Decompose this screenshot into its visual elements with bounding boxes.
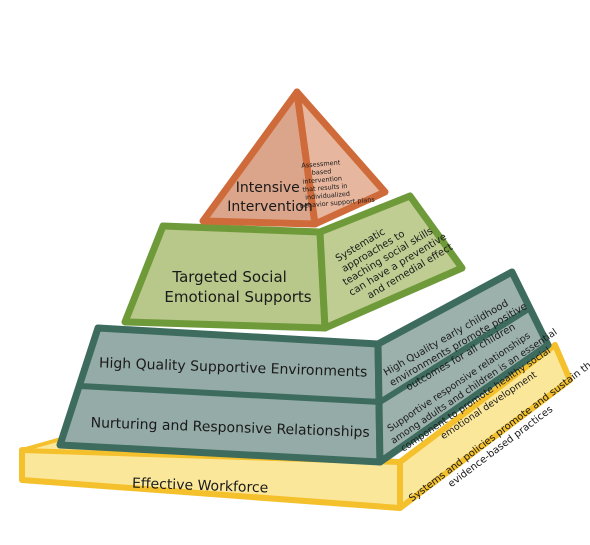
targeted-front-label: Targeted Social Emotional Supports bbox=[164, 268, 311, 306]
targeted-side bbox=[316, 192, 466, 332]
intensive-side-line-3: intervention bbox=[302, 174, 342, 185]
targeted-label-line-1: Targeted Social bbox=[171, 268, 286, 286]
intensive-side-line-5: individualized bbox=[305, 190, 350, 202]
targeted-label-line-2: Emotional Supports bbox=[164, 288, 311, 306]
universal-side-divider bbox=[378, 305, 532, 405]
intensive-tier: Intensive Intervention Assessment based … bbox=[199, 88, 389, 228]
universal-side bbox=[374, 268, 552, 466]
targeted-tier: Targeted Social Emotional Supports Syste… bbox=[121, 192, 466, 332]
universal-tier: High Quality Supportive Environments Nur… bbox=[56, 268, 559, 466]
intensive-side-line-4: that results in bbox=[302, 182, 348, 194]
intensive-side-line-2: based bbox=[311, 167, 331, 177]
intensive-side-line-1: Assessment bbox=[301, 158, 341, 169]
universal-front-divider bbox=[79, 383, 381, 405]
intensive-side bbox=[293, 88, 389, 228]
base-side bbox=[397, 342, 573, 511]
base-front-label: Effective Workforce bbox=[132, 476, 269, 497]
intensive-label-line-1: Intensive bbox=[236, 180, 300, 196]
intensive-label-line-2: Intervention bbox=[227, 199, 312, 215]
intensive-front-label: Intensive Intervention bbox=[227, 180, 312, 215]
